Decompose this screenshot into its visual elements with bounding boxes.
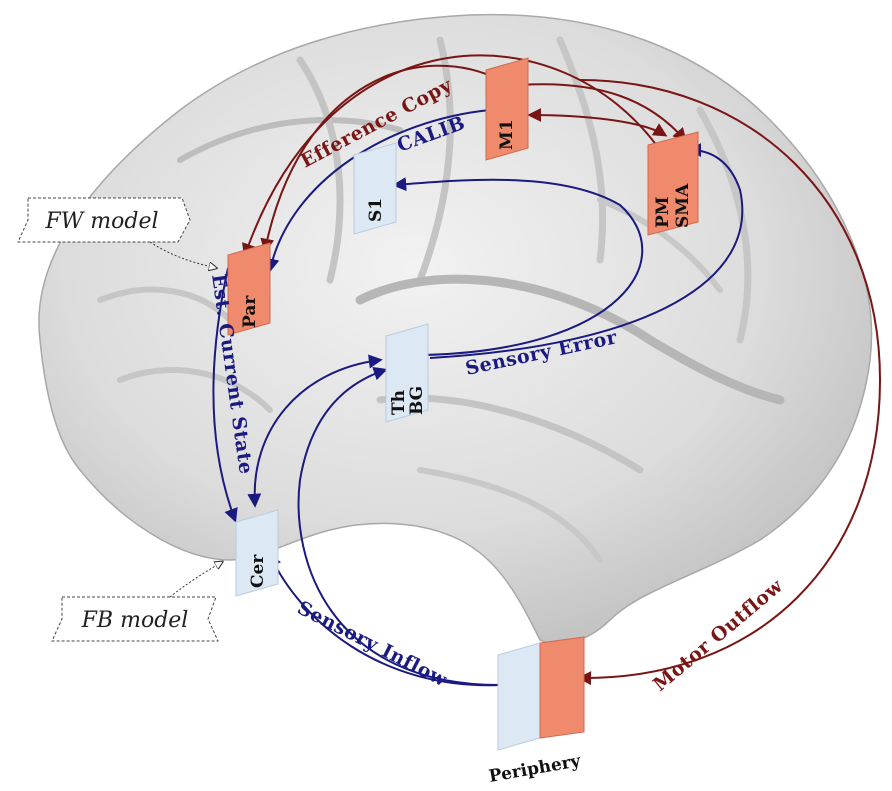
arrow-m1-to-pm-top: [519, 83, 687, 143]
node-m1: M1: [485, 57, 529, 161]
arrow-m1-to-par: [260, 64, 501, 253]
node-cer: Cer: [235, 509, 279, 597]
arrow-calib: [265, 109, 491, 273]
arrow-th-cer: [247, 354, 383, 508]
arrow-m1-pm: [527, 108, 668, 137]
sensory-inflow-label: Sensory Inflow: [294, 597, 451, 691]
fb-model-label: FB model: [81, 608, 189, 633]
brain-illustration: [38, 13, 873, 645]
sensory-arrows: [212, 109, 744, 687]
svg-text:Periphery: Periphery: [487, 751, 583, 787]
arrow-sensory-inflow: [268, 552, 501, 687]
svg-text:Th: Th: [389, 390, 409, 415]
svg-text:M1: M1: [497, 119, 517, 150]
arrow-est-current-state: [212, 267, 238, 523]
svg-text:S1: S1: [366, 198, 386, 222]
motor-arrows: [242, 54, 882, 686]
node-s1: S1: [353, 142, 397, 235]
arrow-pm-to-par: [242, 54, 661, 258]
node-par: Par: [227, 242, 271, 336]
arrow-motor-outflow: [577, 79, 882, 686]
node-th-bg: Th BG: [385, 323, 429, 423]
node-periphery: Periphery: [487, 636, 585, 787]
fw-model-label: FW model: [44, 209, 158, 234]
svg-text:SMA: SMA: [673, 183, 693, 228]
svg-text:Par: Par: [240, 295, 260, 328]
svg-text:Cer: Cer: [248, 554, 268, 588]
node-pm-sma: PM SMA: [647, 131, 699, 236]
svg-text:BG: BG: [407, 386, 427, 415]
arrow-periphery-to-th: [297, 366, 501, 686]
arrow-sensory-error-to-pm: [429, 143, 744, 359]
fb-model-callout: FB model: [51, 562, 222, 642]
svg-text:PM: PM: [653, 196, 673, 228]
motor-outflow-label: Motor Outflow: [649, 575, 787, 696]
fw-model-callout: FW model: [17, 197, 216, 268]
arrow-sensory-error-to-s1: [392, 177, 644, 356]
